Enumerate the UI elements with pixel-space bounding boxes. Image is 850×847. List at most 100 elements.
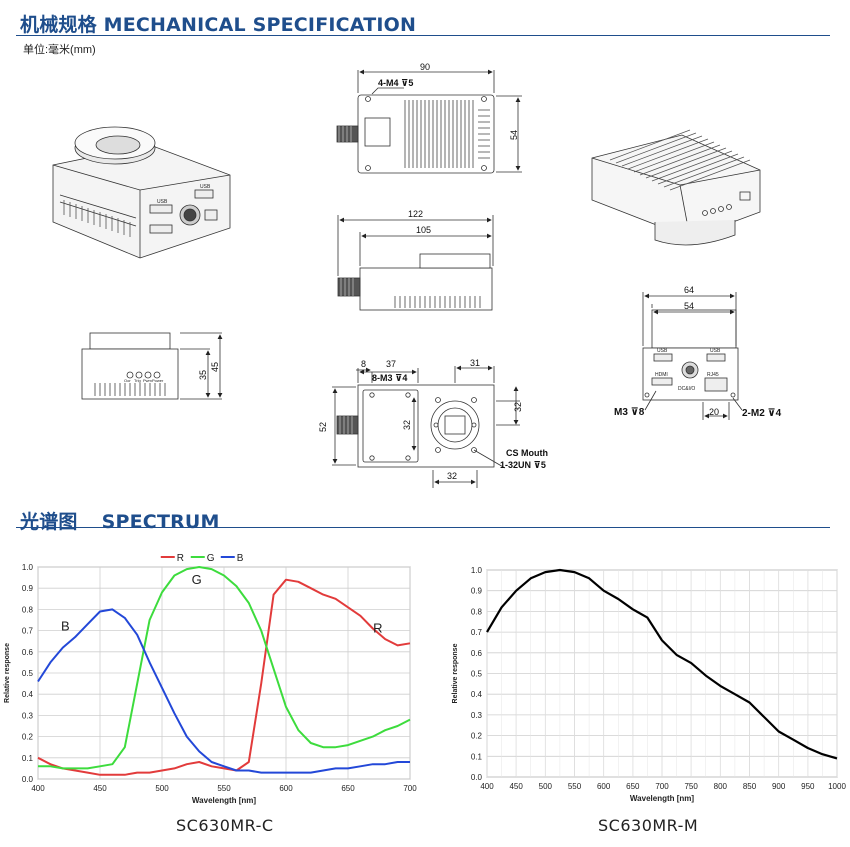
y-tick-label: 0.0 [22, 775, 34, 784]
front-label-trig: Trig [134, 378, 141, 383]
y-tick-label: 0.5 [471, 670, 483, 679]
x-tick-label: 600 [279, 784, 293, 793]
legend-label-b: B [237, 553, 244, 564]
dim-front-h-total: 45 [210, 362, 220, 372]
y-tick-label: 0.9 [471, 587, 483, 596]
x-tick-label: 500 [155, 784, 169, 793]
dim-cs-mouth: CS Mouth [506, 448, 548, 458]
dim-bottom-32-bottom: 32 [447, 471, 457, 481]
spectrum-chart-mono: 0.0 0.1 0.2 0.3 0.4 0.5 0.6 0.7 0.8 0.9 1.0 400 450 5… [452, 566, 846, 803]
y-tick-label: 0.1 [471, 752, 483, 761]
y-tick-label: 0.6 [22, 648, 34, 657]
camera-top-view [336, 69, 522, 174]
dim-bottom-32-right: 32 [513, 402, 523, 412]
y-axis-label: Relative response [452, 643, 459, 703]
x-tick-label: 650 [626, 782, 640, 791]
x-tick-label: 700 [403, 784, 417, 793]
camera-front-view: Oor Trig Pwm Power [81, 332, 223, 400]
dim-front-h-body: 35 [198, 370, 208, 380]
camera-iso-front: USB USB [52, 126, 231, 259]
dim-back-m3: M3 ⊽8 [614, 407, 645, 418]
dim-bottom-31: 31 [470, 358, 480, 368]
series-line-response [486, 568, 838, 760]
iso-usb-label: USB [157, 199, 168, 205]
x-tick-label: 950 [801, 782, 815, 791]
legend-label-g: G [207, 553, 215, 564]
x-tick-label: 450 [93, 784, 107, 793]
x-tick-label: 800 [714, 782, 728, 791]
back-hdmi-label: HDMI [655, 372, 668, 378]
dim-top-width: 90 [420, 62, 430, 72]
series-annotation: B [61, 619, 70, 634]
x-tick-label: 550 [568, 782, 582, 791]
back-rj45-label: RJ45 [707, 372, 719, 378]
dim-cs-thread: 1-32UN ⊽5 [500, 460, 546, 470]
y-tick-label: 0.7 [471, 628, 483, 637]
dim-top-hole: 4-M4 ⊽5 [378, 78, 413, 88]
x-tick-label: 700 [655, 782, 669, 791]
dim-top-height: 54 [509, 130, 519, 140]
series-line-r [37, 578, 411, 776]
dim-bottom-37: 37 [386, 359, 396, 369]
dim-back-width-total: 64 [684, 285, 694, 295]
x-tick-label: 550 [217, 784, 231, 793]
mechanical-title-rule [16, 35, 830, 36]
y-tick-label: 0.1 [22, 754, 34, 763]
x-tick-label: 400 [480, 782, 494, 791]
y-tick-label: 0.8 [22, 605, 34, 614]
chart-caption-mono: SC630MR-M [598, 816, 699, 835]
spectrum-title-cn: 光谱图 [20, 511, 78, 533]
chart-caption-color: SC630MR-C [176, 816, 274, 835]
y-tick-label: 0.9 [22, 584, 34, 593]
mechanical-title: 机械规格 MECHANICAL SPECIFICATION [20, 14, 417, 36]
x-tick-label: 600 [597, 782, 611, 791]
y-tick-label: 0.2 [471, 732, 483, 741]
dim-back-width-body: 54 [684, 301, 694, 311]
x-axis-label: Wavelength [nm] [630, 794, 694, 803]
spectrum-title-rule [16, 527, 830, 528]
dim-side-body: 105 [416, 225, 431, 235]
x-tick-label: 650 [341, 784, 355, 793]
unit-note: 单位:毫米(mm) [23, 44, 96, 56]
dim-bottom-8: 8 [361, 359, 366, 369]
camera-bottom-view [332, 365, 520, 488]
front-label-pwm: Pwm [143, 378, 153, 383]
y-tick-label: 0.0 [471, 773, 483, 782]
mechanical-drawings: USB USB 90 4-M4 ⊽5 54 [52, 62, 782, 488]
x-axis-label: Wavelength [nm] [192, 796, 256, 805]
y-axis-label: Relative response [4, 643, 11, 703]
camera-iso-rear [591, 129, 761, 246]
front-label-oor: Oor [124, 378, 131, 383]
y-tick-label: 0.2 [22, 733, 34, 742]
back-dcio-label: DC&I/O [678, 386, 695, 392]
y-tick-label: 0.8 [471, 607, 483, 616]
spectrum-title-en: SPECTRUM [101, 511, 220, 533]
back-usb-label-2: USB [710, 348, 721, 354]
x-tick-label: 900 [772, 782, 786, 791]
x-tick-label: 450 [509, 782, 523, 791]
y-tick-label: 0.7 [22, 627, 34, 636]
x-tick-label: 500 [539, 782, 553, 791]
back-usb-label-1: USB [657, 348, 668, 354]
x-tick-label: 1000 [828, 782, 846, 791]
x-tick-label: 850 [743, 782, 757, 791]
dim-bottom-32-left: 32 [402, 420, 412, 430]
iso-usb-label-2: USB [200, 184, 211, 190]
dim-bottom-52: 52 [318, 422, 328, 432]
y-tick-label: 0.3 [22, 711, 34, 720]
x-tick-label: 400 [31, 784, 45, 793]
series-annotation: G [192, 572, 202, 587]
y-tick-label: 1.0 [471, 566, 483, 575]
y-tick-label: 0.5 [22, 669, 34, 678]
x-tick-label: 750 [684, 782, 698, 791]
dim-side-total: 122 [408, 209, 423, 219]
y-tick-label: 0.6 [471, 649, 483, 658]
legend-label-r: R [177, 553, 184, 564]
y-tick-label: 0.4 [471, 690, 483, 699]
front-label-power: Power [152, 378, 164, 383]
series-annotation: R [373, 621, 382, 636]
dim-bottom-8m3: 8-M3 ⊽4 [372, 373, 407, 383]
dim-back-m2: 2-M2 ⊽4 [742, 408, 782, 419]
y-tick-label: 0.3 [471, 711, 483, 720]
